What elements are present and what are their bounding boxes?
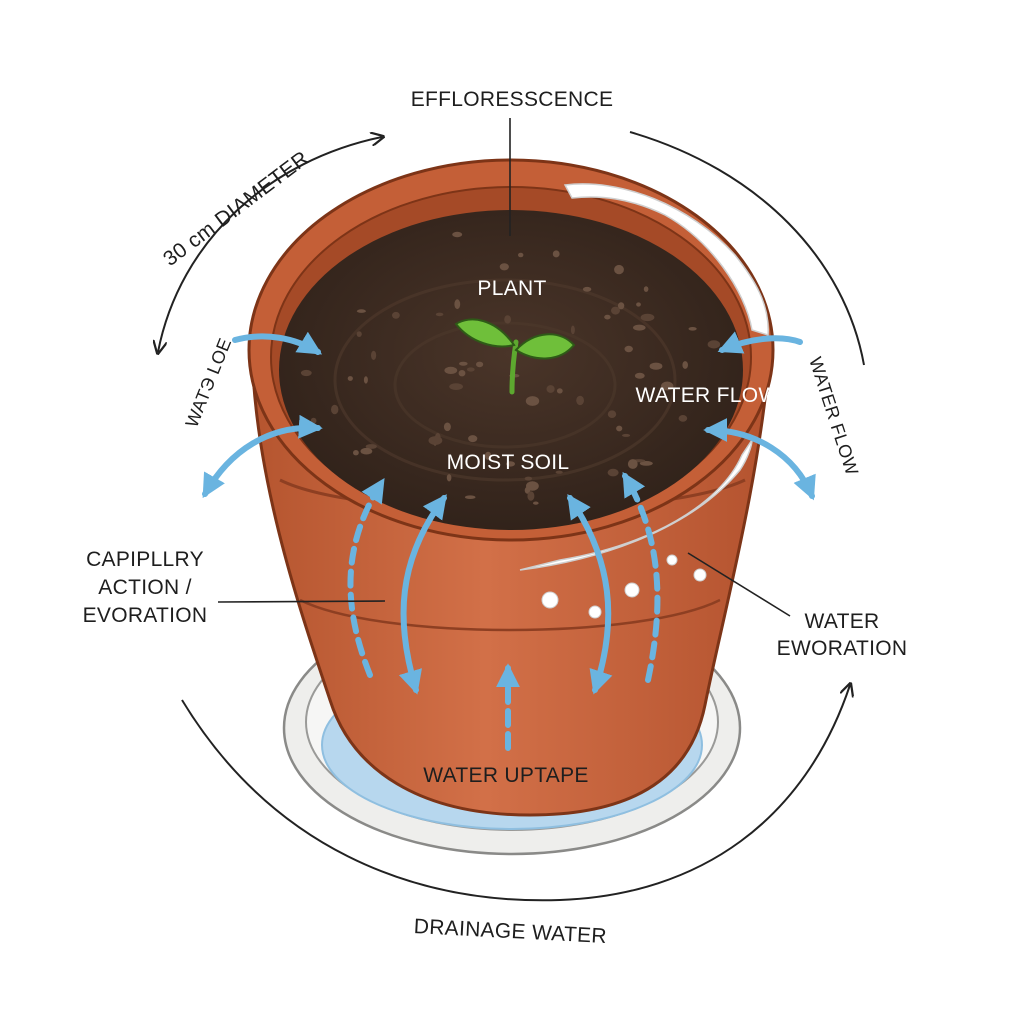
- soil-speck: [458, 370, 466, 377]
- soil-speck: [624, 345, 633, 353]
- capillary-label-line3: EVORATION: [83, 604, 208, 627]
- soil-speck: [527, 491, 535, 501]
- evaporation-leader: [687, 552, 791, 617]
- soil-speck: [300, 369, 312, 377]
- soil-speck: [371, 350, 377, 360]
- efflorescence-label: EFFLORESSCENCE: [411, 88, 614, 111]
- soil-speck: [682, 361, 688, 369]
- soil-speck: [392, 311, 400, 319]
- soil-speck: [707, 340, 721, 349]
- soil-speck: [611, 306, 620, 315]
- soil-speck: [639, 461, 653, 466]
- soil-speck: [363, 376, 368, 384]
- water-arrow-center-right: [567, 494, 613, 695]
- soil-speck: [466, 367, 475, 372]
- soil-speck: [449, 383, 463, 390]
- soil-speck: [582, 286, 592, 292]
- soil-speck: [454, 299, 461, 310]
- water-flow-inner-label: WATER FLOW: [636, 384, 779, 407]
- water-arrow-left-mid: [202, 414, 323, 499]
- soil-speck: [525, 396, 540, 406]
- soil-speck: [678, 415, 688, 422]
- water-loe-label: WATЭ LOE: [181, 335, 235, 430]
- soil-speck: [310, 417, 317, 424]
- water-uptake-label: WATER UPTAPE: [423, 764, 588, 787]
- soil-speck: [504, 315, 511, 324]
- soil-speck: [347, 376, 353, 381]
- soil-speck: [506, 461, 515, 467]
- soil-speck: [607, 410, 617, 419]
- soil-speck: [636, 302, 641, 307]
- soil-speck: [546, 385, 555, 393]
- capillary-arrow-right: [622, 471, 661, 683]
- pot: [247, 158, 775, 817]
- soil-speck: [468, 435, 478, 443]
- soil-speck: [576, 395, 584, 406]
- soil-speck: [634, 372, 645, 379]
- soil-speck: [649, 362, 663, 370]
- soil-speck: [614, 264, 624, 275]
- soil-speck: [661, 381, 674, 391]
- soil-speck: [435, 312, 444, 317]
- diameter-arc: [158, 137, 382, 352]
- capillary-arrow-left: [347, 477, 385, 678]
- soil-speck: [356, 331, 362, 337]
- soil-speck: [633, 324, 646, 331]
- soil-speck: [607, 468, 619, 477]
- outline-arcs: [158, 131, 865, 902]
- soil-speck: [331, 404, 339, 415]
- soil-speck: [484, 451, 492, 460]
- soil-speck: [360, 447, 373, 455]
- drainage-arc: [181, 685, 850, 902]
- soil-speck: [640, 313, 655, 322]
- soil-particles: [300, 231, 721, 505]
- moist-soil-label: MOIST SOIL: [447, 451, 570, 474]
- soil-speck: [499, 263, 509, 271]
- soil-speck: [428, 436, 443, 445]
- soil-speck: [552, 250, 560, 258]
- soil-speck: [452, 231, 463, 238]
- plant-label: PLANT: [477, 277, 546, 300]
- soil-speck: [533, 501, 539, 505]
- soil-speck: [356, 309, 366, 313]
- soil-speck: [570, 325, 575, 335]
- soil-speck: [443, 422, 451, 432]
- soil-speck: [622, 433, 631, 437]
- soil-speck: [518, 252, 524, 258]
- capillary-label-line2: ACTION /: [98, 576, 191, 599]
- soil-speck: [446, 474, 452, 482]
- soil-speck: [643, 286, 649, 292]
- right-arc: [629, 131, 865, 366]
- soil-speck: [555, 470, 563, 474]
- soil-speck: [627, 459, 638, 469]
- soil-speck: [476, 361, 484, 368]
- water-evaporation-label-line1: WATER: [805, 610, 880, 633]
- soil-speck: [616, 425, 623, 432]
- capillary-label-line1: CAPIPLLRY: [86, 548, 204, 571]
- soil-speck: [365, 444, 377, 449]
- soil-speck: [556, 388, 563, 394]
- water-arrow-right-mid: [703, 418, 816, 501]
- soil-speck: [353, 450, 359, 456]
- soil-speck: [524, 476, 533, 481]
- seedling: [454, 318, 576, 395]
- water-evaporation-label-line2: EWORATION: [777, 637, 908, 660]
- soil-speck: [688, 327, 697, 331]
- leader-lines: [217, 118, 791, 617]
- soil-speck: [604, 314, 611, 320]
- soil-speck: [459, 361, 468, 366]
- soil-speck: [526, 481, 539, 491]
- water-flow-outer-label: WATER FLOW: [805, 355, 862, 478]
- soil-speck: [617, 302, 625, 310]
- soil-speck: [444, 366, 458, 374]
- soil-speck: [464, 495, 476, 500]
- drainage-water-label: DRAINAGE WATER: [413, 915, 607, 948]
- water-arrow-center-left: [398, 494, 447, 695]
- water-arrow-right-top: [717, 331, 803, 354]
- capillary-leader: [217, 600, 386, 603]
